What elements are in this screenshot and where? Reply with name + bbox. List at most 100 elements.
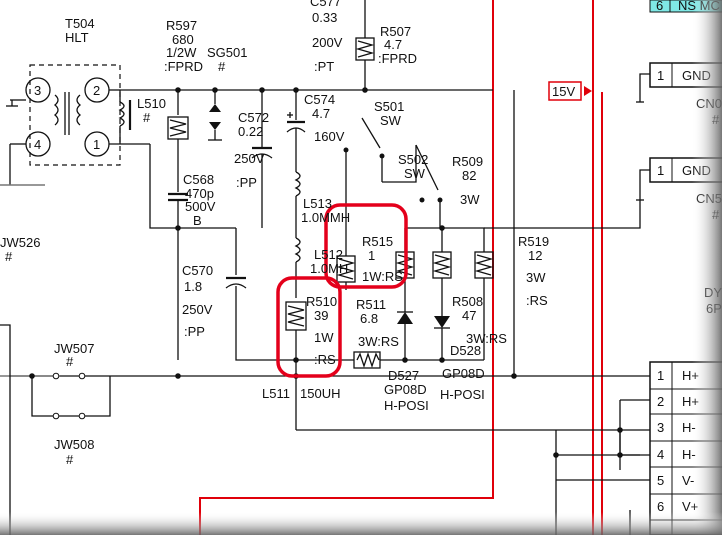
label-jw507-ref: JW507 [54, 341, 94, 356]
label-r597-pwr: 1/2W [166, 45, 197, 60]
label-r519-ref: R519 [518, 234, 549, 249]
label-r510-pwr: 1W [314, 330, 334, 345]
label-r507-ref: R507 [380, 24, 411, 39]
label-r519-val: 12 [528, 248, 542, 263]
label-r519-type: :RS [526, 293, 548, 308]
label-dy-sub: 6P [706, 301, 722, 316]
highlight-r510 [276, 276, 342, 378]
label-r597-val: 680 [172, 32, 194, 47]
label-l513-ref: L513 [303, 196, 332, 211]
label-r509-pwr: 3W [460, 192, 480, 207]
label-s501-type: SW [380, 113, 402, 128]
label-cn-top-pin: 6 [656, 0, 663, 13]
label-jw507-mark: # [66, 354, 74, 369]
label-r511-ref: R511 [356, 297, 386, 312]
label-r515-pwr: 1W:RS [362, 269, 403, 284]
label-r510-val: 39 [314, 308, 328, 323]
label-c577-val: 0.33 [312, 10, 337, 25]
inductor-l510 [118, 90, 132, 144]
label-r508-val: 47 [462, 308, 476, 323]
label-dy-pin3: 3 [657, 420, 664, 435]
spark-gap-sg501 [208, 90, 222, 141]
label-c570-val: 1.8 [184, 279, 202, 294]
capacitor-c572 [235, 90, 273, 275]
label-d528-type: H-POSI [440, 387, 485, 402]
resistor-r509 [405, 227, 494, 360]
resistor-r510 [285, 301, 660, 431]
label-cn2-ref: CN5 [696, 191, 722, 206]
label-dy-pin5: 5 [657, 473, 664, 488]
label-dy-sig2: H+ [682, 394, 699, 409]
label-s502-ref: S502 [398, 152, 428, 167]
label-r510-type: :RS [314, 352, 336, 367]
label-l511-ref: L511 [262, 386, 290, 401]
label-r508-pwr: 3W:RS [466, 331, 507, 346]
label-cn1-ref: CN0 [696, 96, 722, 111]
label-c577-volt: 200V [312, 35, 343, 50]
label-c568-val: 470p [185, 186, 214, 201]
label-dy-pin4: 4 [657, 447, 664, 462]
label-jw526-ref: JW526 [0, 235, 40, 250]
label-c574-val: 4.7 [312, 106, 330, 121]
resistor-r597 [167, 90, 189, 192]
label-t504-pin1: 1 [93, 137, 100, 152]
label-c577-type: :PT [314, 59, 334, 74]
inductor-l513 [294, 171, 301, 238]
diode-d528 [434, 316, 450, 360]
label-cn1-mark: # [712, 112, 720, 127]
label-dy-sig4: H- [682, 447, 696, 462]
junction-dots [29, 87, 623, 458]
label-jw508-mark: # [66, 452, 74, 467]
capacitor-c570 [225, 276, 296, 361]
label-r597-type: :FPRD [164, 59, 203, 74]
label-c570-type: :PP [184, 324, 205, 339]
label-r519-pwr: 3W [526, 270, 546, 285]
label-l512-val: 1.0MH [310, 261, 348, 276]
label-r597-ref: R597 [166, 18, 197, 33]
label-cn2-name: GND [682, 163, 711, 178]
switch-s502 [415, 144, 443, 228]
label-c572-volt: 250V [234, 151, 265, 166]
label-c572-type: :PP [236, 175, 257, 190]
label-c568-char: B [193, 213, 202, 228]
label-cn1-pin: 1 [657, 68, 664, 83]
label-r511-val: 6.8 [360, 311, 378, 326]
label-c570-ref: C570 [182, 263, 213, 278]
label-c577-ref: C577 [310, 0, 341, 9]
left-wiring [0, 184, 111, 535]
label-c572-val: 0.22 [238, 124, 263, 139]
label-c568-ref: C568 [183, 172, 214, 187]
label-r515-val: 1 [368, 248, 375, 263]
label-jw508-ref: JW508 [54, 437, 94, 452]
label-c570-volt: 250V [182, 302, 213, 317]
transformer-t504 [6, 64, 150, 185]
label-dy-sig6: V+ [682, 499, 698, 514]
diode-d527 [397, 311, 413, 360]
label-c568-volt: 500V [185, 199, 216, 214]
label-cn2-mark: # [712, 207, 720, 222]
capacitor-c574 [286, 90, 306, 172]
label-l510-mark: # [143, 110, 151, 125]
label-cn-top-name: NS MC [678, 0, 720, 13]
label-dy-pin6: 6 [657, 499, 664, 514]
label-dy-sig3: H- [682, 420, 696, 435]
label-jw526-mark: # [5, 249, 13, 264]
inductor-l512 [294, 237, 301, 298]
label-c574-volt: 160V [314, 129, 345, 144]
resistor-r519-bus [10, 90, 660, 535]
label-s502-type: SW [404, 166, 426, 181]
label-r510-ref: R510 [306, 294, 337, 309]
resistor-r507 [355, 0, 375, 90]
label-dy-ref: DY [704, 285, 722, 300]
label-c574-ref: C574 [304, 92, 335, 107]
label-t504-pin2: 2 [93, 83, 100, 98]
label-dy-pin2: 2 [657, 394, 664, 409]
label-l512-ref: L512 [314, 247, 343, 262]
label-cn2-pin: 1 [657, 163, 664, 178]
label-dy-sig5: V- [682, 473, 694, 488]
label-r507-type: :FPRD [378, 51, 417, 66]
label-l513-val: 1.0MMH [301, 210, 350, 225]
label-r515-ref: R515 [362, 234, 393, 249]
